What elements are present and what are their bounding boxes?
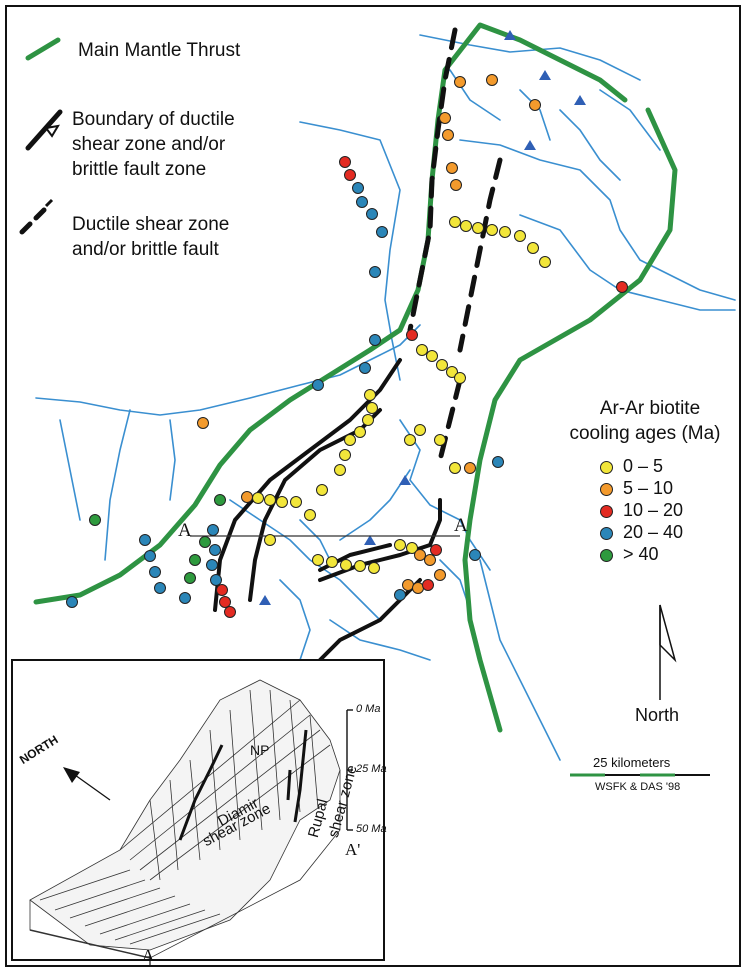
river-segment [104,409,131,561]
main-mantle-thrust [33,22,678,733]
age-legend-row: 10 – 20 [600,498,683,522]
inset-np-label: NP [250,742,270,758]
scale-label: 25 kilometers [593,755,671,770]
legend-mmt-label: Main Mantle Thrust [78,40,241,61]
age-legend-title-2: cooling ages (Ma) [569,423,721,444]
age-legend-dot [600,504,613,518]
age-legend-dot [600,482,613,496]
age-legend-row: 0 – 5 [600,454,663,478]
inset-north-arrow [63,767,111,801]
north-arrow [659,604,677,700]
block-diagram [29,679,341,959]
river-segment [479,559,561,761]
inset-a-label: A [142,946,155,965]
triangle-symbol [524,140,536,150]
inset-axis [346,709,353,831]
triangle-symbol [504,30,516,40]
fault-boundary-segment [318,578,422,662]
triangle-symbol [539,70,551,80]
mmt-segment [462,107,678,733]
triangle-symbol [364,535,376,545]
river-segment [169,419,176,501]
river-segment [279,579,311,661]
age-legend-dot [600,460,613,474]
age-legend-row: 5 – 10 [600,476,673,500]
river-segment [229,499,381,621]
shear-legend-tick [44,198,54,208]
age-legend-title-1: Ar-Ar biotite [599,398,701,419]
legend-shear-line1: Ductile shear zone [72,214,230,235]
river-segment [35,324,421,416]
inset-axis-25: 25 Ma [356,763,387,775]
age-legend-label: 10 – 20 [623,500,684,520]
inset-axis-50: 50 Ma [356,823,387,835]
map-frame [5,5,741,967]
legend-shear-line2: and/or brittle fault [72,239,219,260]
river-segment [559,109,621,181]
fault-boundary [213,358,442,662]
section-a-left: A [178,520,192,541]
shear-zone-segment [407,27,458,333]
boundary-legend-tick [44,124,60,138]
age-legend-label: 0 – 5 [623,456,664,476]
mmt-legend-symbol [25,37,61,61]
age-legend-label: 20 – 40 [623,522,684,542]
north-label: North [635,705,680,725]
inset-a-prime: A' [345,840,361,859]
credit-label: WSFK & DAS '98 [595,781,681,793]
mmt-segment [33,22,628,605]
age-legend-dot [600,548,613,562]
age-legend-row: > 40 [600,542,659,566]
river-segment [59,419,81,521]
age-legend-label: 5 – 10 [623,478,674,498]
age-legend-dot [600,526,613,540]
legend-boundary-line2: shear zone and/or [72,134,226,155]
triangle-symbol [399,475,411,485]
river-segment [519,214,736,311]
boundary-legend-symbol [25,109,63,151]
section-a-right: A [454,515,468,536]
triangle-symbols [259,30,586,605]
legend-boundary-line3: brittle fault zone [72,159,207,180]
river-segment [339,469,411,541]
triangle-symbol [574,95,586,105]
triangle-symbol [259,595,271,605]
river-segment [459,139,736,301]
age-legend-label: > 40 [623,544,659,564]
inset-axis-0: 0 Ma [356,703,381,715]
inset-shear-zones [178,729,308,841]
legend-boundary-line1: Boundary of ductile [72,109,235,130]
shear-legend-symbol [19,207,47,235]
river-segment [299,519,331,561]
river-segment [599,89,661,151]
age-legend-row: 20 – 40 [600,520,683,544]
shear-zone-segment [437,377,463,463]
sample-points [66,74,628,618]
river-network [35,34,736,761]
shear-zone-segment [457,157,503,353]
river-segment [519,89,551,141]
ductile-shear-zone [407,27,503,463]
river-segment [329,619,431,661]
